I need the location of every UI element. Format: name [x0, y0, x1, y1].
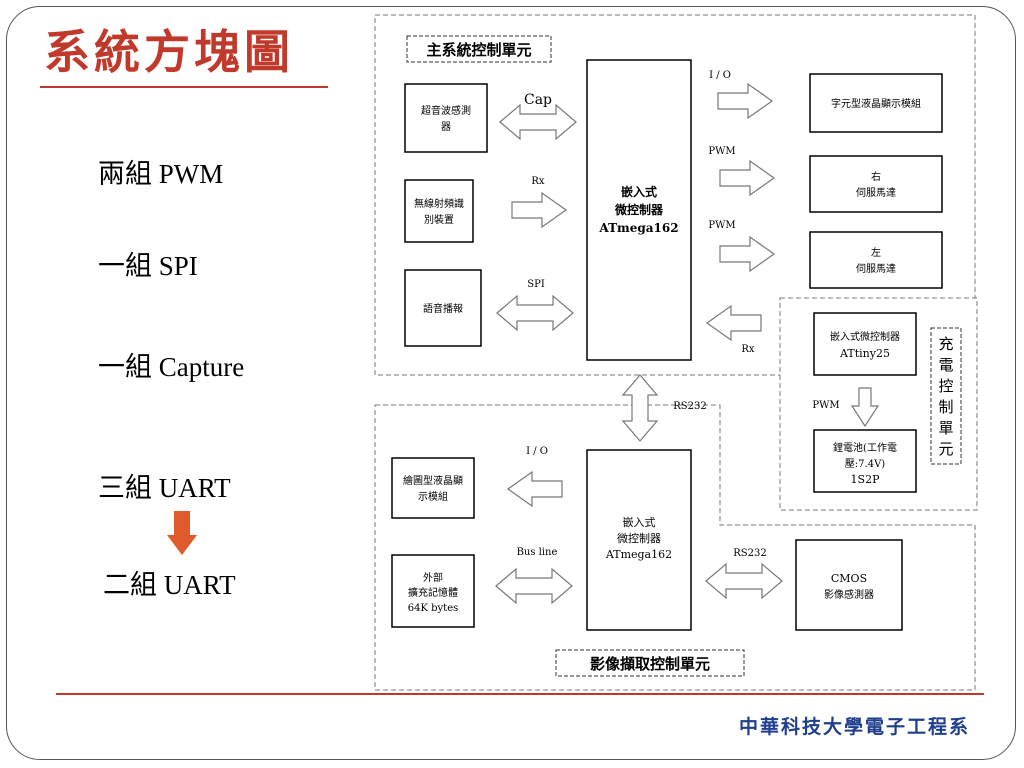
battery-line-1: 壓:7.4V) — [845, 458, 885, 470]
io-right-arrow — [717, 83, 773, 119]
title-underline — [40, 86, 328, 88]
servo-left-line-0: 左 — [871, 246, 881, 259]
label-io-top: I / O — [709, 70, 731, 81]
mcu-image-line-0: 嵌入式 — [623, 516, 656, 529]
graphic-lcd-line-1: 示模組 — [418, 490, 448, 503]
servo-right-line-0: 右 — [871, 170, 881, 183]
mcu-main-line-2: ATmega162 — [598, 221, 678, 235]
label-rs232-bottom: RS232 — [733, 548, 766, 559]
pwm1-right-arrow — [719, 160, 775, 196]
bullet-spi: 一組 SPI — [98, 251, 198, 281]
label-bus-line: Bus line — [517, 547, 558, 558]
cap-double-arrow — [499, 104, 577, 140]
footer-divider — [56, 693, 984, 695]
mcu-main-line-0: 嵌入式 — [621, 184, 657, 199]
label-rs232-vertical: RS232 — [673, 401, 706, 412]
cmos-line-1: 影像感測器 — [824, 588, 874, 601]
battery-line-2: 1S2P — [851, 473, 881, 486]
rs232-vertical-double-arrow — [621, 374, 659, 442]
servo-left-line-1: 伺服馬達 — [856, 262, 896, 275]
charge-unit-label-3: 制 — [938, 398, 953, 416]
rfid-line-0: 無線射頻識 — [414, 197, 464, 210]
spi-double-arrow — [496, 295, 574, 331]
ext-mem-line-2: 64K bytes — [408, 603, 459, 614]
rs232-bottom-double-arrow — [705, 563, 783, 599]
label-io-bottom: I / O — [526, 446, 548, 457]
io-left-arrow — [507, 471, 563, 507]
charge-unit-label-2: 控 — [938, 377, 953, 395]
voice-box — [404, 269, 482, 347]
cmos-line-0: CMOS — [831, 572, 867, 585]
voice-line-0: 語音播報 — [423, 302, 463, 315]
char-lcd-line-0: 字元型液晶顯示模組 — [831, 97, 921, 110]
battery-box — [813, 429, 917, 493]
ultrasonic-box — [404, 83, 488, 153]
rfid-line-1: 別裝置 — [424, 213, 454, 226]
charge-unit-label-0: 充 — [938, 335, 953, 353]
servo-left-box — [809, 231, 943, 289]
label-cap: Cap — [524, 92, 552, 108]
pwm2-right-arrow — [719, 236, 775, 272]
ext-mem-line-0: 外部 — [423, 571, 443, 584]
image-unit-outline — [374, 404, 976, 691]
mcu-image-line-2: ATmega162 — [605, 548, 672, 561]
rx-left-arrow — [706, 305, 762, 341]
mcu-main-box — [586, 59, 692, 361]
bullet-capture: 一組 Capture — [98, 352, 245, 382]
attiny-line-0: 嵌入式微控制器 — [830, 330, 900, 343]
pwm-down-arrow — [850, 387, 880, 428]
label-pwm1: PWM — [708, 146, 735, 157]
label-pwm-charge: PWM — [812, 400, 839, 411]
charge-unit-label-5: 元 — [938, 440, 953, 458]
rfid-box — [404, 179, 474, 243]
battery-line-0: 鋰電池(工作電 — [833, 441, 897, 454]
charge-unit-label-1: 電 — [938, 356, 953, 374]
mcu-image-line-1: 微控制器 — [617, 531, 661, 545]
mcu-image-box — [586, 449, 692, 631]
charge-unit-label-4: 單 — [938, 419, 953, 437]
attiny-line-1: ATtiny25 — [839, 347, 890, 360]
mcu-main-line-1: 微控制器 — [614, 202, 664, 217]
main-unit-outline — [374, 14, 976, 376]
ext-mem-line-1: 擴充記憶體 — [408, 586, 458, 599]
busline-double-arrow — [495, 568, 573, 604]
footer-department: 中華科技大學電子工程系 — [738, 716, 970, 738]
servo-right-line-1: 伺服馬達 — [856, 186, 896, 199]
cmos-box — [795, 539, 903, 631]
char-lcd-box — [809, 73, 943, 133]
attiny-box — [813, 312, 917, 376]
ultrasonic-line-1: 器 — [441, 121, 451, 133]
bullet-uart-three: 三組 UART — [98, 473, 231, 503]
graphic-lcd-box — [391, 457, 475, 519]
label-spi: SPI — [527, 279, 545, 290]
image-unit-label: 影像擷取控制單元 — [590, 655, 710, 673]
ext-mem-box — [391, 554, 475, 628]
down-arrow-icon — [167, 511, 197, 555]
graphic-lcd-line-0: 繪圖型液晶顯 — [403, 474, 463, 487]
bullet-pwm: 兩組 PWM — [98, 159, 224, 189]
ultrasonic-line-0: 超音波感測 — [421, 104, 471, 117]
label-rx: Rx — [531, 176, 545, 187]
rx-right-arrow — [511, 192, 567, 228]
servo-right-box — [809, 155, 943, 213]
main-unit-label: 主系統控制單元 — [426, 41, 531, 59]
label-rx-right: Rx — [741, 344, 755, 355]
bullet-uart-two: 二組 UART — [103, 570, 236, 600]
slide-title: 系統方塊圖 — [44, 25, 294, 79]
label-pwm2: PWM — [708, 220, 735, 231]
